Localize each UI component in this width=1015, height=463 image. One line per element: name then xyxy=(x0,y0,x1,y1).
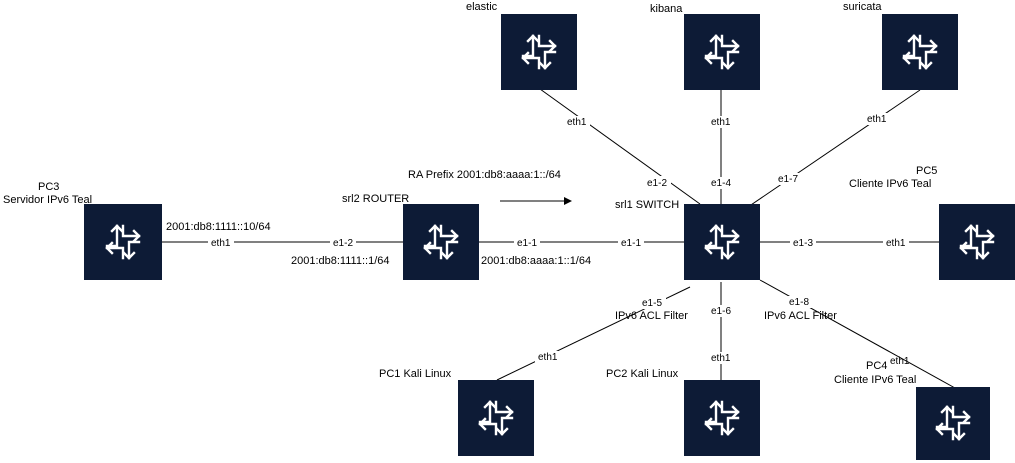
link-labels: eth1 e1-2 eth1 e1-4 eth1 e1-7 2001:db8:1… xyxy=(166,113,910,367)
node-pc3-label-1: PC3 xyxy=(38,181,59,193)
node-pc4[interactable] xyxy=(916,387,990,460)
node-pc2[interactable] xyxy=(684,380,760,456)
node-pc3-label-2: Servidor IPv6 Teal xyxy=(3,194,92,206)
node-suricata-label: suricata xyxy=(843,1,882,13)
node-srl2-label: srl2 ROUTER xyxy=(342,193,409,205)
node-pc1-label: PC1 Kali Linux xyxy=(379,368,452,380)
label-srl1-e1-6: e1-6 xyxy=(711,306,731,317)
node-pc3[interactable] xyxy=(84,204,162,280)
label-elastic-eth1: eth1 xyxy=(567,117,587,128)
links xyxy=(162,88,956,389)
addr-srl2-e1-1: 2001:db8:aaaa:1::1/64 xyxy=(481,255,591,267)
node-elastic-label: elastic xyxy=(466,1,498,13)
addr-srl2-e1-2: 2001:db8:1111::1/64 xyxy=(291,255,389,267)
node-pc2-label: PC2 Kali Linux xyxy=(606,368,679,380)
label-pc2-eth1: eth1 xyxy=(711,353,731,364)
node-srl1[interactable] xyxy=(684,204,760,280)
label-pc1-eth1: eth1 xyxy=(538,352,558,363)
link-elastic-srl1 xyxy=(539,88,701,205)
node-srl2[interactable] xyxy=(403,204,479,280)
label-srl1-e1-8: e1-8 xyxy=(789,297,809,308)
note-e1-5-acl: IPv6 ACL Filter xyxy=(615,310,688,322)
label-srl2-e1-1: e1-1 xyxy=(517,238,537,249)
node-pc5-label-2: Cliente IPv6 Teal xyxy=(849,178,931,190)
link-suricata-srl1 xyxy=(744,89,921,210)
label-pc4-eth1: eth1 xyxy=(890,356,910,367)
node-pc4-label-2: Cliente IPv6 Teal xyxy=(834,374,916,386)
label-srl1-e1-1: e1-1 xyxy=(621,238,641,249)
node-pc5-label-1: PC5 xyxy=(916,165,937,177)
node-pc4-label-1: PC4 xyxy=(866,360,887,372)
label-srl1-e1-4: e1-4 xyxy=(711,178,731,189)
node-srl1-label: srl1 SWITCH xyxy=(615,199,679,211)
addr-pc3: 2001:db8:1111::10/64 xyxy=(166,221,271,233)
ra-prefix-annotation: RA Prefix 2001:db8:aaaa:1::/64 xyxy=(408,169,561,181)
label-srl1-e1-2: e1-2 xyxy=(647,178,667,189)
label-kibana-eth1: eth1 xyxy=(711,117,731,128)
label-srl1-e1-5: e1-5 xyxy=(642,298,662,309)
node-kibana[interactable] xyxy=(684,14,760,90)
label-srl2-e1-2: e1-2 xyxy=(333,238,353,249)
node-pc1[interactable] xyxy=(458,380,534,456)
node-kibana-label: kibana xyxy=(650,3,683,15)
label-pc3-eth1: eth1 xyxy=(211,238,231,249)
label-srl1-e1-3: e1-3 xyxy=(793,238,813,249)
label-pc5-eth1: eth1 xyxy=(886,238,906,249)
label-srl1-e1-7: e1-7 xyxy=(778,174,798,185)
label-suricata-eth1: eth1 xyxy=(867,114,887,125)
note-e1-8-acl: IPv6 ACL Filter xyxy=(764,310,837,322)
node-elastic[interactable] xyxy=(501,14,577,90)
node-suricata[interactable] xyxy=(882,14,958,90)
node-pc5[interactable] xyxy=(939,204,1015,280)
